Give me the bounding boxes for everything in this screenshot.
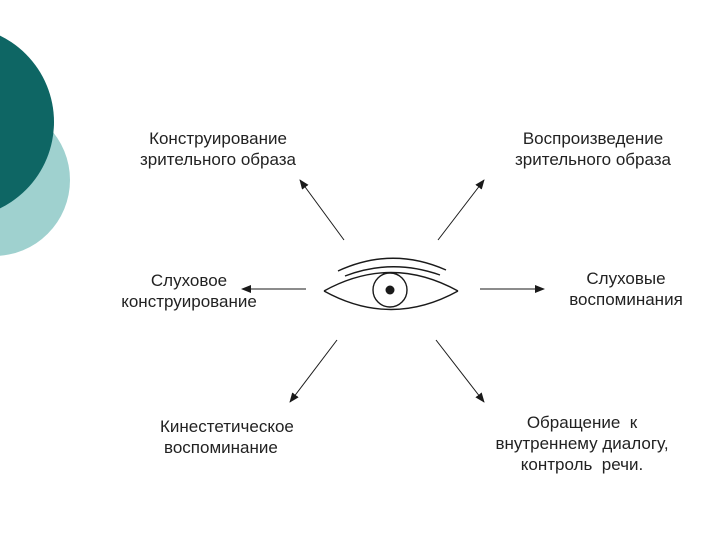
brow-outer <box>337 257 447 272</box>
label-visual-construction: Конструирование зрительного образа <box>118 128 318 170</box>
label-line: воспоминание <box>164 438 278 457</box>
label-line: Воспроизведение <box>522 129 664 148</box>
iris <box>372 272 408 308</box>
arrow-top-right <box>437 179 485 241</box>
label-line: Слуховое <box>150 271 228 290</box>
brow-inner <box>344 266 441 277</box>
arrow-bottom-right <box>435 339 485 403</box>
label-line: Конструирование <box>149 129 287 148</box>
eye-lower-lid <box>323 290 459 311</box>
pupil <box>385 285 395 295</box>
label-internal-dialogue: Обращение к внутреннему диалогу, контрол… <box>470 412 694 475</box>
arrow-bottom-left <box>289 339 338 403</box>
label-visual-recall: Воспроизведение зрительного образа <box>490 128 696 170</box>
label-line: конструирование <box>121 292 257 311</box>
arrow-top-left <box>299 179 345 241</box>
label-kinesthetic-recall: Кинестетическое воспоминание <box>160 416 294 458</box>
label-line: воспоминания <box>569 290 683 309</box>
label-line: Кинестетическое <box>160 417 294 436</box>
primary-circle <box>0 35 54 209</box>
corner-decoration <box>0 35 70 256</box>
label-line: внутреннему диалогу, <box>495 434 669 453</box>
label-line: Слуховые <box>586 269 666 288</box>
label-line: зрительного образа <box>514 150 671 169</box>
label-line: контроль речи. <box>520 455 644 474</box>
label-line: зрительного образа <box>139 150 296 169</box>
label-line: Обращение к <box>526 413 638 432</box>
eye-icon <box>323 257 459 311</box>
label-auditory-recall: Слуховые воспоминания <box>552 268 700 310</box>
label-auditory-construction: Слуховое конструирование <box>104 270 274 312</box>
